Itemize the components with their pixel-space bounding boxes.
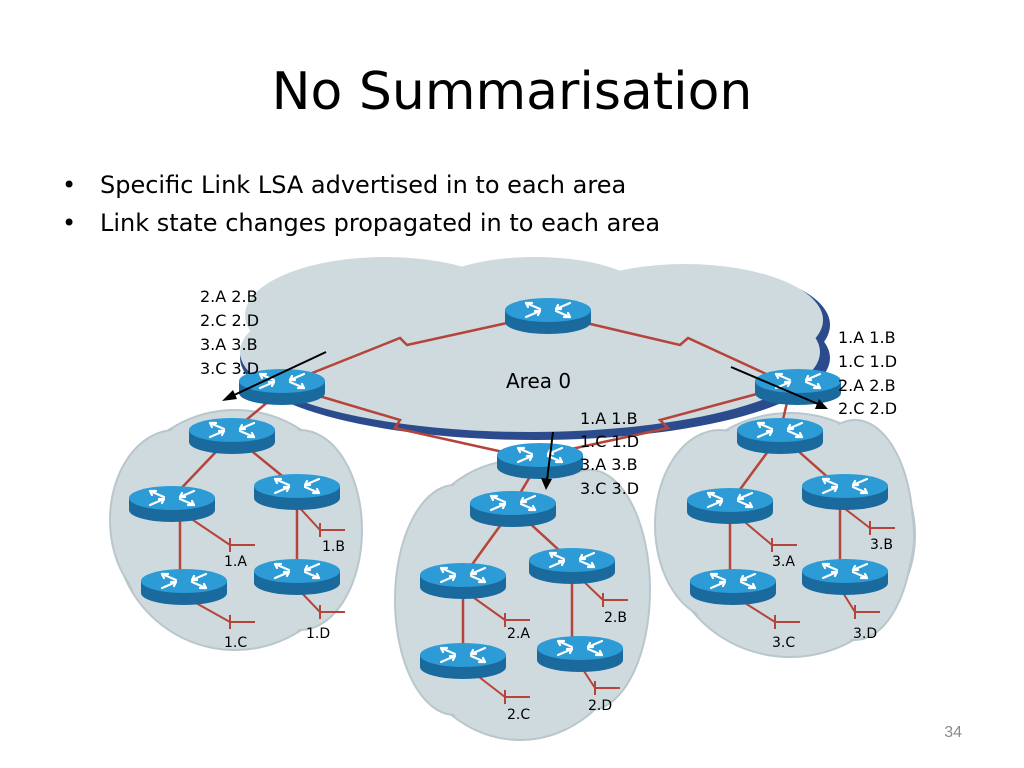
router-area1 [139,567,229,607]
bullet-marker: • [62,209,77,237]
bullet-text: Link state changes propagated in to each… [100,209,661,237]
arrow-icon [222,351,327,401]
bullet-marker: • [62,171,77,199]
lsa-line: 2.A 2.B [200,287,258,306]
bullet-text: Specific Link LSA advertised in to each … [100,171,627,199]
slide-title: No Summarisation [271,62,753,122]
network-label: 1.B [322,539,345,555]
area2-labels: 2.A 2.B 2.C 2.D [507,610,627,723]
router-area1 [187,416,277,456]
lsa-left-block: 2.A 2.B 2.C 2.D 3.A 3.B 3.C 3.D [200,287,259,378]
network-label: 1.D [306,626,330,642]
lsa-line: 1.A 1.B [838,328,896,347]
network-label: 3.A [772,554,795,570]
router-abr-area2 [495,441,585,481]
network-label: 1.A [224,554,247,570]
router-area3 [800,472,890,512]
area3-labels: 3.A 3.B 3.C 3.D [772,537,893,651]
stub-links [186,504,895,704]
arrow-icon [730,366,828,409]
network-label: 1.C [224,635,247,651]
router-area3 [688,567,778,607]
network-label: 2.C [507,707,530,723]
network-label: 2.A [507,626,530,642]
bullet-item: • Specific Link LSA advertised in to each… [62,166,660,204]
area0-cloud [240,257,830,440]
network-label: 3.D [853,626,877,642]
lsa-line: 3.A 3.B [200,335,258,354]
lsa-right-block: 1.A 1.B 1.C 1.D 2.A 2.B 2.C 2.D [838,328,897,418]
lsa-line: 1.C 1.D [838,352,897,371]
page-number: 34 [944,724,962,741]
router-area3 [800,557,890,597]
network-label: 2.D [588,698,612,714]
lsa-arrows [222,351,828,490]
router-core-top [503,296,593,336]
router-area3 [685,486,775,526]
router-area2 [418,561,508,601]
lsa-line: 3.C 3.D [200,359,259,378]
router-area1 [252,472,342,512]
router-area2 [418,641,508,681]
area1-labels: 1.A 1.B 1.C 1.D [224,539,345,651]
network-label: 3.B [870,537,893,553]
bullet-item: • Link state changes propagated in to eac… [62,204,660,242]
lsa-line: 1.A 1.B [580,409,638,428]
lsa-line: 2.C 2.D [838,399,897,418]
router-area3 [735,416,825,456]
backbone-links [281,312,791,460]
lsa-line: 1.C 1.D [580,432,639,451]
lsa-center-block: 1.A 1.B 1.C 1.D 3.A 3.B 3.C 3.D [580,409,639,498]
network-label: 2.B [604,610,627,626]
arrow-icon [541,431,554,490]
network-label: 3.C [772,635,795,651]
router-area1 [252,557,342,597]
router-abr-area3 [753,367,843,407]
lsa-line: 3.C 3.D [580,479,639,498]
router-area2 [535,634,625,674]
area0-label: Area 0 [506,369,571,393]
lsa-line: 3.A 3.B [580,455,638,474]
router-area1 [127,484,217,524]
bullet-list: • Specific Link LSA advertised in to each… [62,166,660,242]
lsa-line: 2.C 2.D [200,311,259,330]
router-area2 [527,546,617,586]
router-area2 [468,489,558,529]
lsa-line: 2.A 2.B [838,376,896,395]
